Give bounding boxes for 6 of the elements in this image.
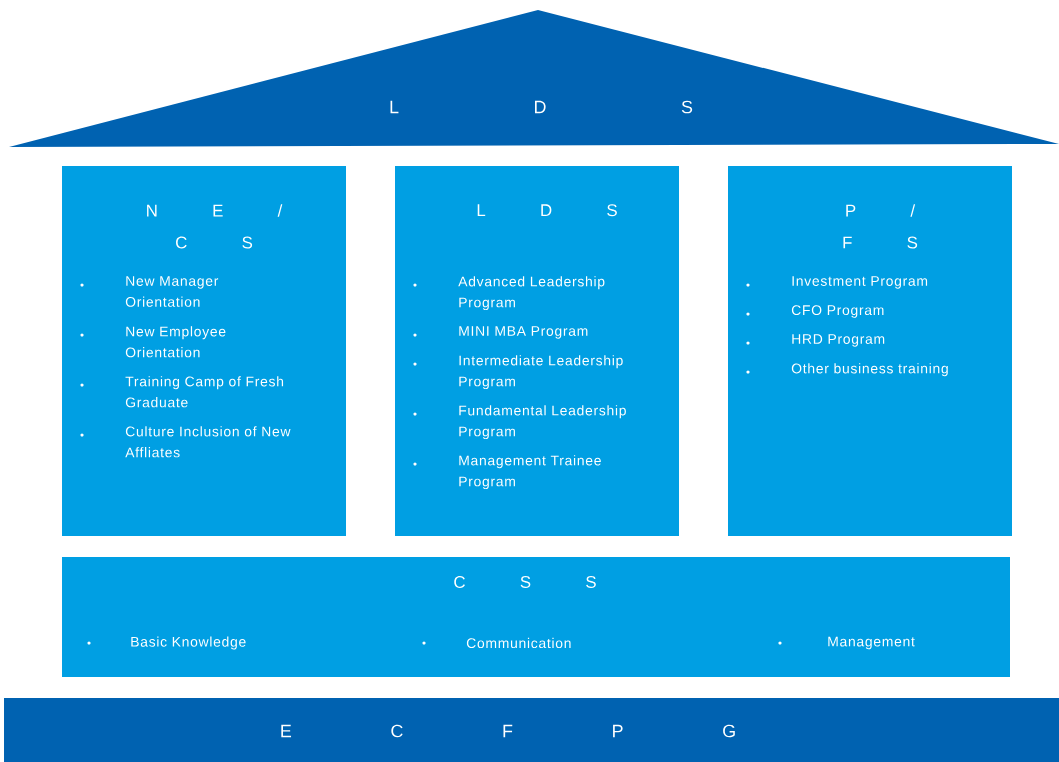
roof-triangle: L D S xyxy=(9,10,1059,147)
foundation-band: C S S Basic Knowledge Communication Management xyxy=(62,557,1010,677)
pillar-box: P / F S Investment Program CFO Program HRD Program Other business training xyxy=(728,166,1012,536)
pillar-box: N E / C S New Manager Orientation New Employee Orientation Training Camp of Fresh Graduate Culture Inclusion of New Affliates xyxy=(62,166,346,536)
pillar-box: L D S Advanced Leadership Program MINI MBA Program Intermediate Leadership Program Fundamental Leadership Program Management Trainee Program xyxy=(395,166,679,536)
base-band: E C F P G xyxy=(4,698,1059,762)
